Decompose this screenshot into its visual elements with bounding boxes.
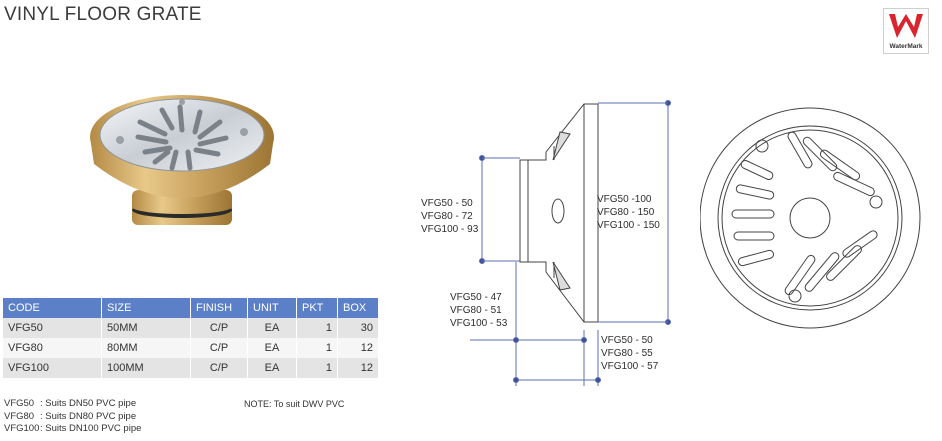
watermark-icon (889, 14, 923, 38)
cell-pkt: 1 (296, 318, 338, 338)
pvc-note: NOTE: To suit DWV PVC (244, 399, 345, 409)
table-row: VFG50 50MM C/P EA 1 30 (3, 318, 379, 338)
cell-unit: EA (247, 358, 297, 378)
cell-finish: C/P (190, 318, 248, 338)
cell-code: VFG100 (3, 358, 102, 378)
col-finish-header: FINISH (190, 298, 248, 318)
col-box-header: BOX (337, 298, 379, 318)
col-pkt-header: PKT (296, 298, 338, 318)
page-title: VINYL FLOOR GRATE (4, 4, 202, 25)
pipe-suitability-list: VFG50: Suits DN50 PVC pipe VFG80: Suits … (4, 398, 141, 436)
top-view-diagram (700, 107, 921, 329)
product-photo (90, 95, 274, 225)
cell-finish: C/P (190, 338, 248, 358)
spec-table: CODE SIZE FINISH UNIT PKT BOX VFG50 50MM… (3, 298, 379, 378)
table-header-row: CODE SIZE FINISH UNIT PKT BOX (3, 298, 379, 318)
logo-text: WaterMark (889, 43, 923, 50)
cell-box: 30 (337, 318, 379, 338)
cell-size: 100MM (101, 358, 191, 378)
cell-code: VFG80 (3, 338, 102, 358)
list-item: VFG100: Suits DN100 PVC pipe (4, 423, 142, 434)
cell-size: 80MM (101, 338, 191, 358)
table-row: VFG100 100MM C/P EA 1 12 (3, 358, 379, 378)
list-item: VFG80: Suits DN80 PVC pipe (4, 410, 137, 422)
cell-unit: EA (247, 338, 297, 358)
col-size-header: SIZE (101, 298, 191, 318)
cell-unit: EA (247, 318, 297, 338)
cell-code: VFG50 (3, 318, 102, 338)
cell-box: 12 (337, 338, 379, 358)
watermark-logo: WaterMark (883, 8, 929, 54)
cell-size: 50MM (101, 318, 191, 338)
cell-pkt: 1 (296, 338, 338, 358)
col-code-header: CODE (3, 298, 102, 318)
col-unit-header: UNIT (247, 298, 297, 318)
cell-pkt: 1 (296, 358, 338, 378)
cell-finish: C/P (190, 358, 248, 378)
cell-box: 12 (337, 358, 379, 378)
list-item: VFG50: Suits DN50 PVC pipe (4, 398, 137, 409)
table-row: VFG80 80MM C/P EA 1 12 (3, 338, 379, 358)
